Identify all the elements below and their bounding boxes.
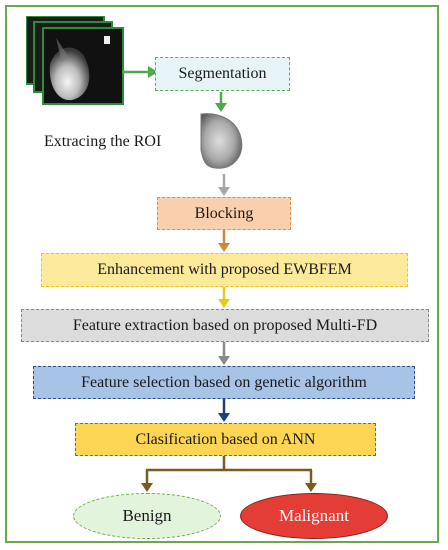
roi-image [200, 113, 243, 169]
outcome-benign: Benign [73, 493, 221, 539]
roi-label: Extracing the ROI [44, 133, 162, 150]
step-blocking: Blocking [157, 197, 291, 230]
arrow-classification-to-outcomes [141, 456, 317, 492]
diagram-frame [5, 5, 439, 543]
outcome-malignant: Malignant [240, 493, 388, 539]
step-feature-extraction: Feature extraction based on proposed Mul… [21, 309, 429, 342]
step-segmentation: Segmentation [155, 57, 290, 91]
step-enhancement: Enhancement with proposed EWBFEM [41, 253, 408, 287]
step-feature-selection: Feature selection based on genetic algor… [33, 366, 415, 399]
step-classification: Clasification based on ANN [75, 423, 376, 456]
mammogram-stack-image [26, 16, 124, 105]
